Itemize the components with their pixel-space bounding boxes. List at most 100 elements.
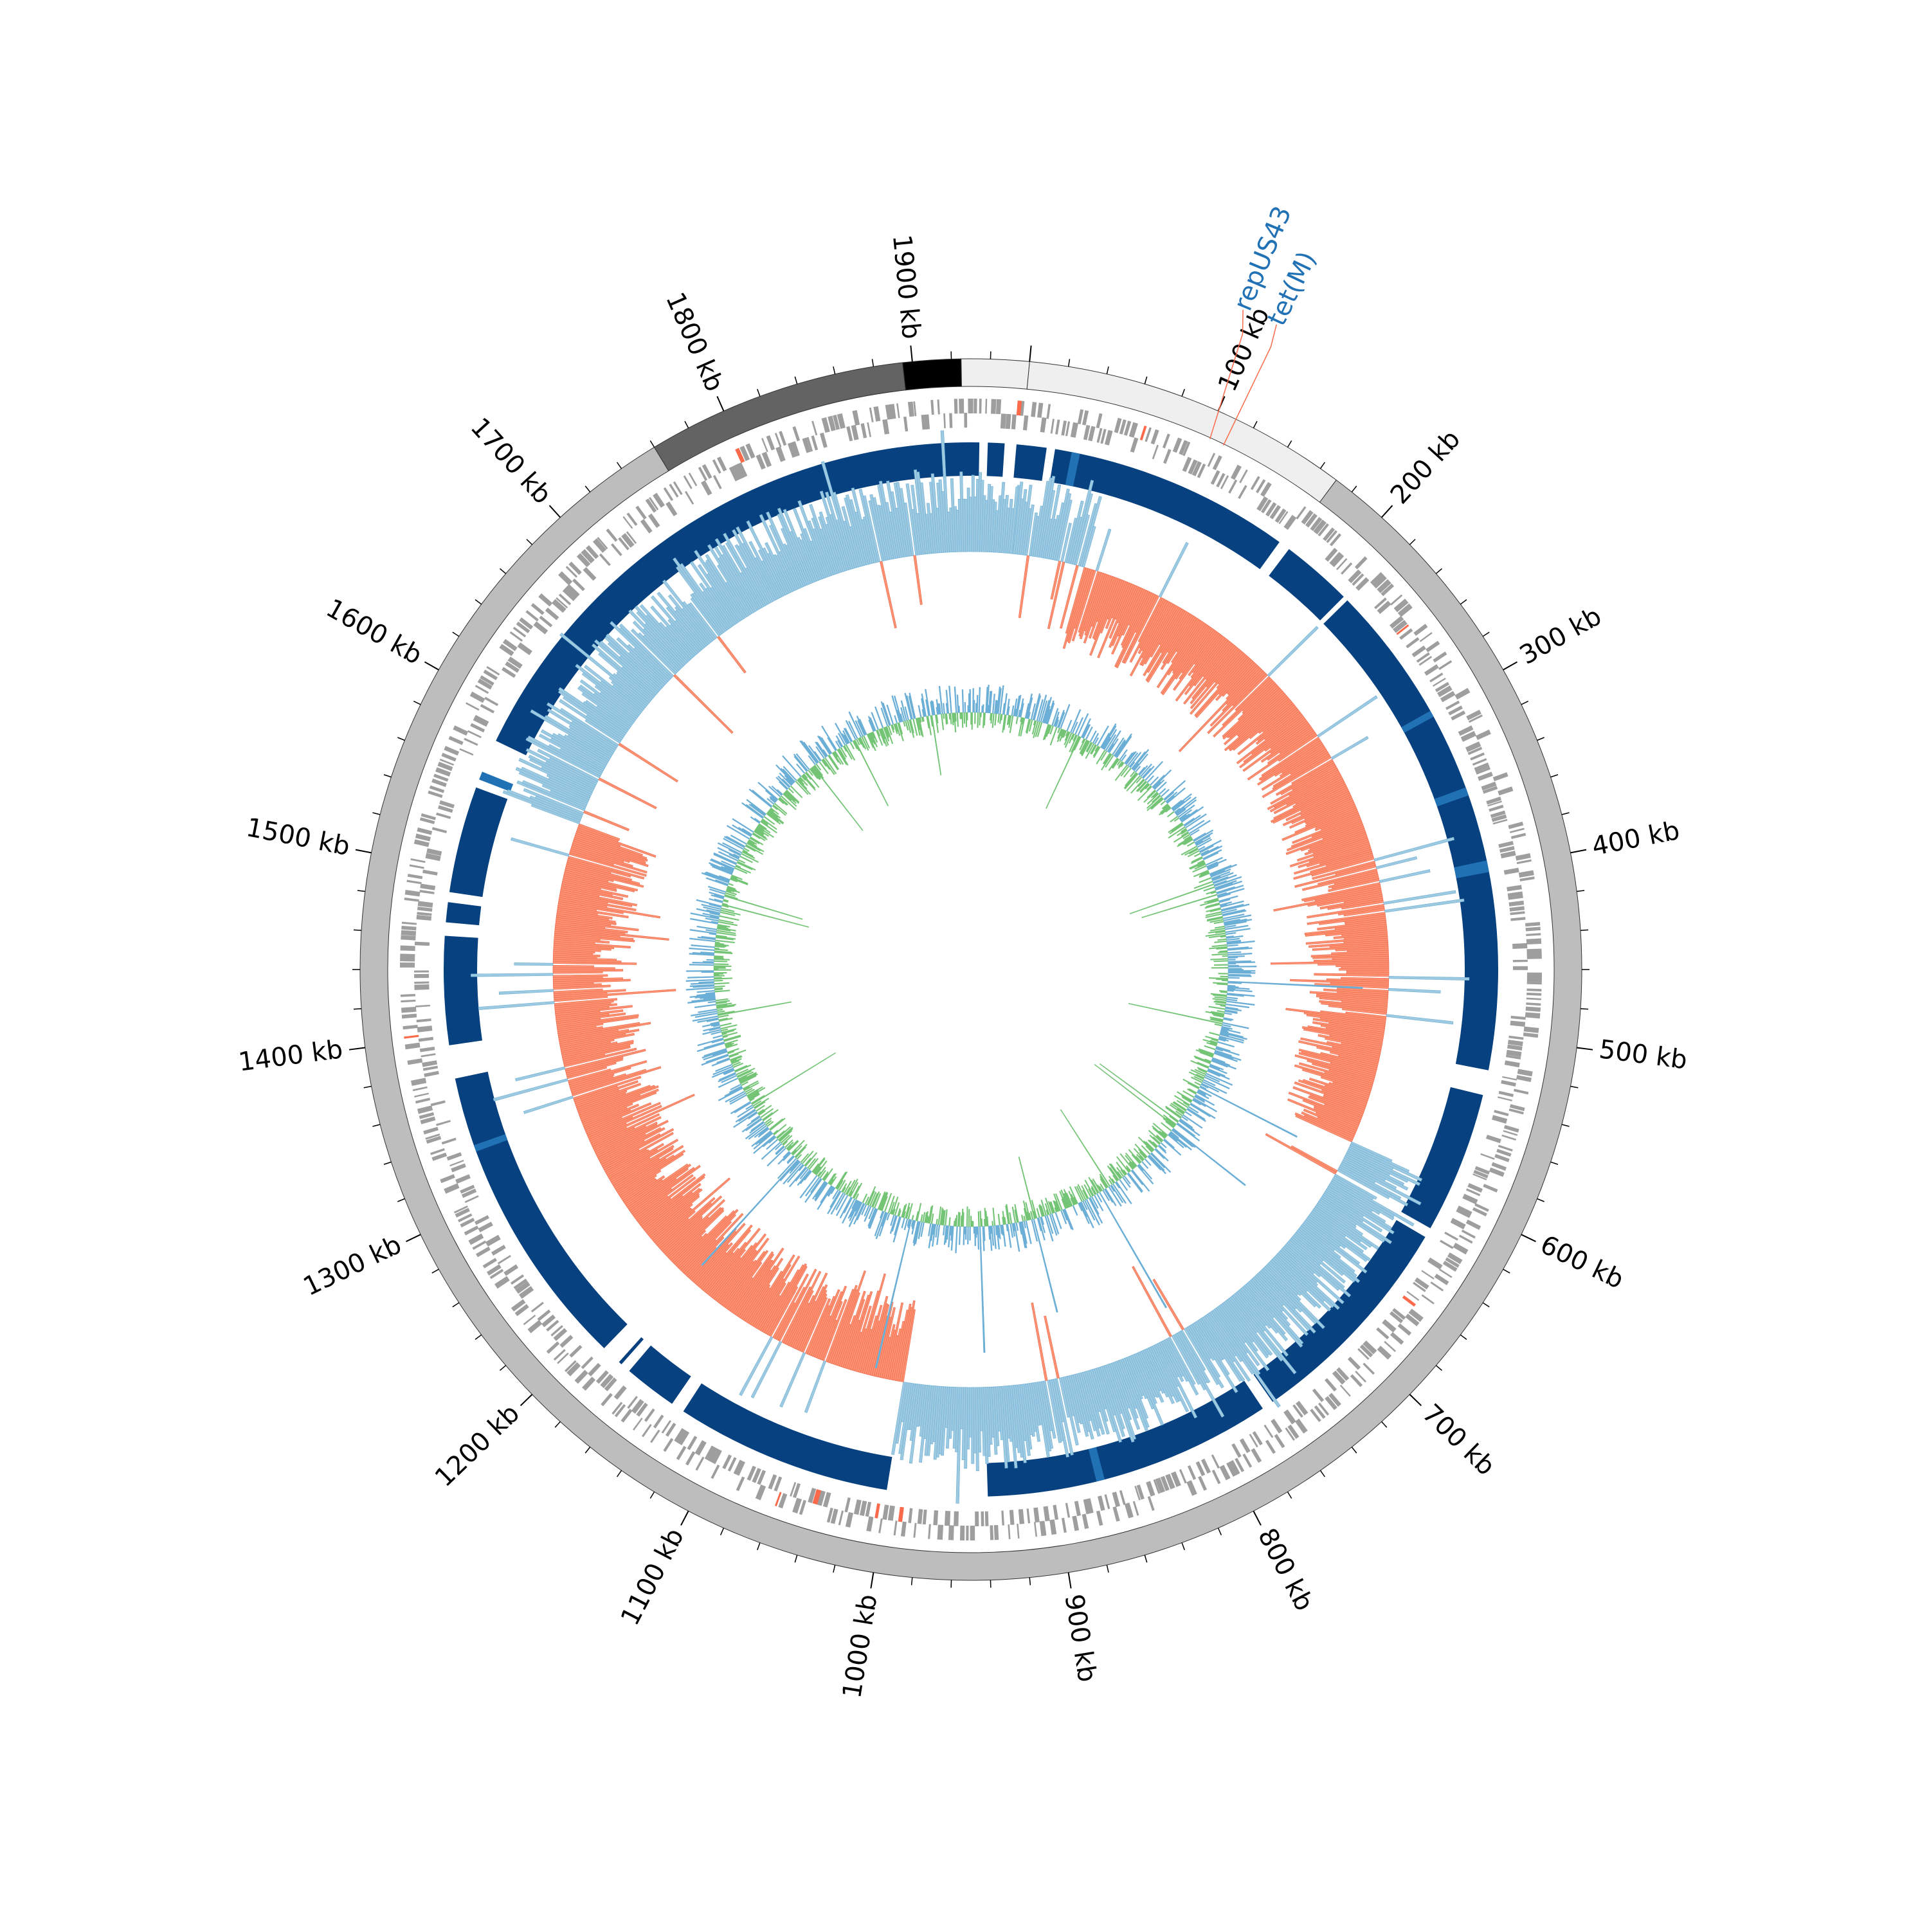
gene-feature [466,702,480,710]
gc-content-high [730,1094,747,1105]
gene-feature [1211,1454,1220,1468]
gene-feature [1034,1522,1037,1537]
gc-content-high [1067,720,1072,732]
gc-content-low [1209,1032,1220,1036]
gene-feature [407,1058,422,1065]
gene-feature [414,974,429,978]
gene-feature [1462,1194,1478,1205]
gene-feature [498,1255,511,1265]
gene-feature [414,970,429,972]
gene-feature [403,1025,417,1029]
gc-content-high [1073,1205,1078,1216]
gene-feature [878,1519,883,1533]
gc-content-high [1099,1192,1167,1308]
gene-feature [402,922,417,925]
gene-feature [1130,437,1139,453]
gene-feature [1498,786,1513,795]
gc-content-low [977,712,979,728]
gene-feature [431,1100,446,1106]
gene-feature [401,1000,415,1002]
gene-feature [1526,998,1541,1000]
gene-feature [1274,1434,1285,1448]
gene-feature [981,1512,984,1526]
gene-feature [1512,943,1527,949]
minor-tick [1352,486,1356,492]
gene-feature [601,1393,613,1407]
major-tick [1382,505,1393,518]
gc-content-low [1021,1215,1024,1222]
gc-skew-negative [499,989,554,995]
gene-feature [901,1521,907,1537]
major-tick [356,850,372,853]
major-tick [406,1234,421,1241]
gene-feature [1510,917,1525,921]
gene-feature [1526,948,1541,953]
gene-feature [1493,772,1508,781]
gene-feature [1355,556,1368,569]
gene-feature [1476,730,1491,740]
gene-feature [867,422,871,437]
gene-feature [1096,413,1103,428]
gene-feature [811,421,817,436]
gc-content-low [1128,1003,1222,1024]
gene-feature [1504,868,1519,875]
minor-tick [650,440,654,447]
gene-feature [559,1335,573,1348]
gene-feature [650,1430,660,1443]
gc-content-low [1215,941,1227,943]
gc-content-high [1227,944,1238,946]
gene-feature [1001,1510,1004,1525]
gene-feature [1527,982,1542,985]
gc-content-low [1214,964,1228,966]
gc-content-low [1218,939,1227,941]
gene-feature [918,1509,923,1524]
gene-feature [464,1225,479,1235]
gene-feature [1526,988,1541,991]
gene-feature [1444,1232,1458,1241]
gene-feature [761,438,768,452]
gene-feature [1228,480,1237,494]
gene-feature [1145,428,1151,442]
gc-content-high [707,959,714,961]
minor-tick [453,632,459,636]
gene-feature [400,957,415,962]
gene-feature [1483,1184,1498,1192]
gc-content-high [959,1227,961,1245]
gene-feature [1526,993,1541,996]
gene-feature [996,399,1001,414]
gene-feature [1527,953,1542,959]
gene-feature [1499,1091,1514,1097]
gene-feature [991,399,996,414]
gc-content-low [714,977,721,979]
gene-feature [1451,1218,1466,1229]
gene-feature [1295,1419,1308,1434]
minor-tick [1287,440,1291,447]
major-tick [1570,850,1586,853]
major-tick [871,1573,873,1589]
gene-feature [1527,973,1542,978]
gene-feature [792,426,800,441]
gene-feature [442,1137,457,1144]
gene-feature [1238,485,1247,499]
gene-feature [1133,1501,1139,1516]
gc-content-high [738,827,752,836]
gc-content-high [687,977,714,979]
gene-feature [1489,805,1503,812]
blast-hit-block [971,442,979,476]
gene-feature [1265,1440,1276,1454]
gene-feature [424,1071,439,1078]
minor-tick [1029,1578,1030,1585]
gene-feature [1510,828,1525,833]
gene-feature [1264,1425,1274,1438]
gc-content-high [694,1004,716,1008]
gene-feature [1283,1409,1296,1424]
gc-content-low [813,766,864,831]
gene-feature [1494,1110,1508,1116]
gene-feature [423,1127,439,1135]
gene-feature [415,942,430,946]
gc-content-low [1094,1064,1175,1126]
gene-feature [1031,402,1037,417]
gene-feature [1517,1069,1533,1077]
gene-feature [407,880,422,885]
gene-feature [1001,413,1006,428]
